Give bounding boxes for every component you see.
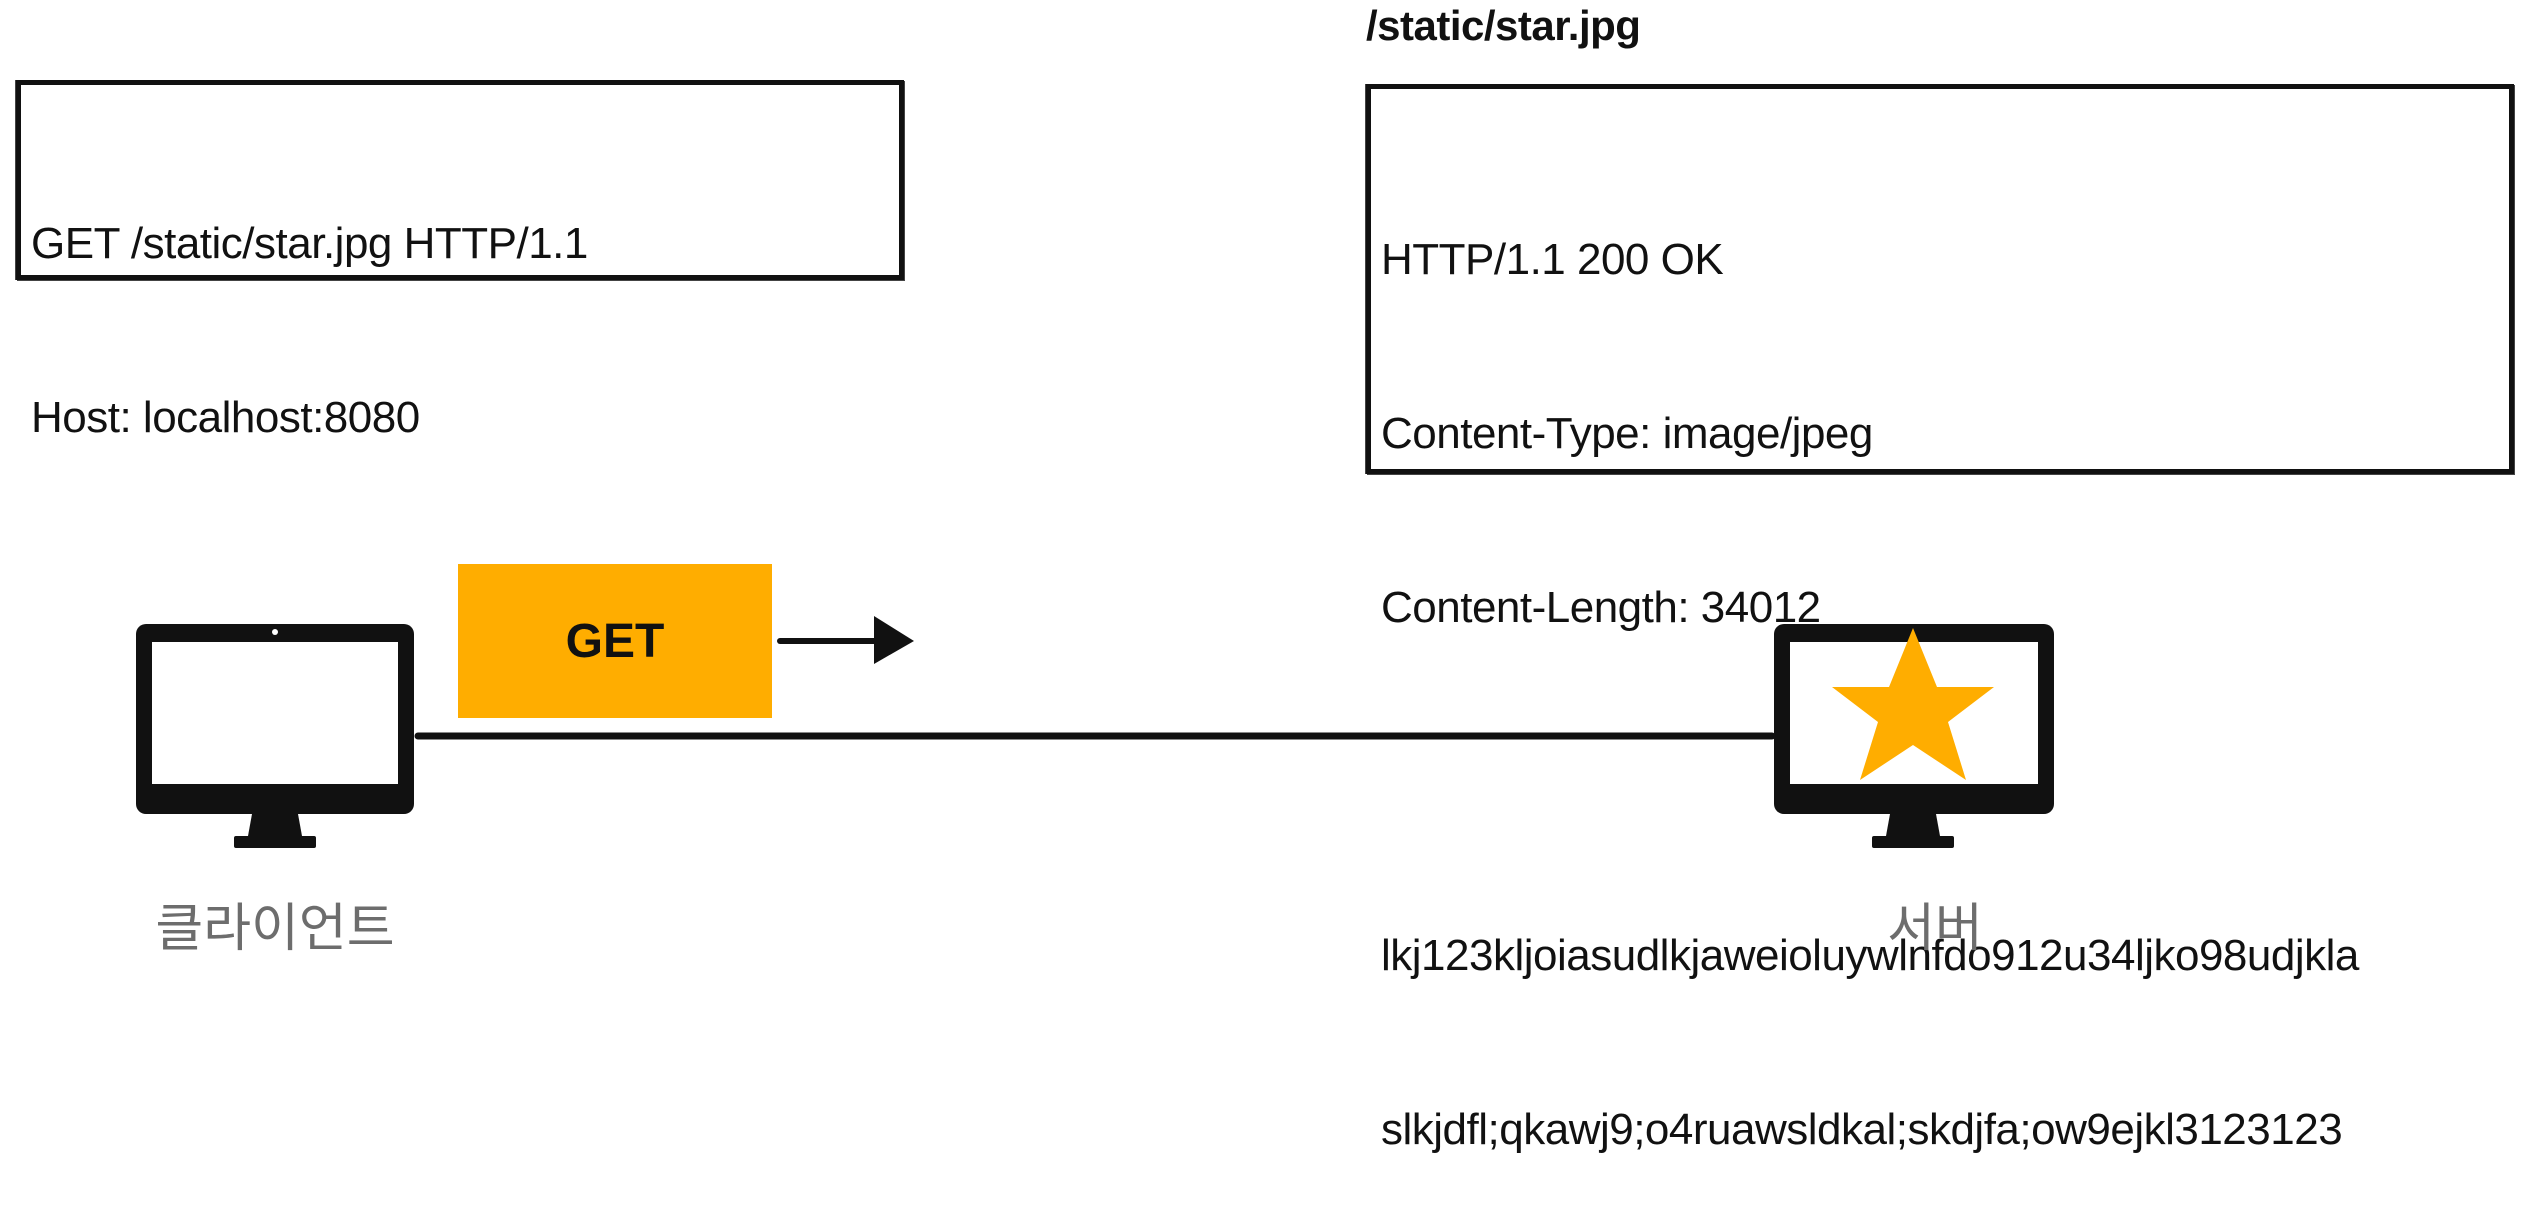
- http-request-message: GET /static/star.jpg HTTP/1.1 Host: loca…: [16, 80, 904, 442]
- request-line: GET /static/star.jpg HTTP/1.1: [31, 219, 588, 268]
- star-icon: [1832, 628, 1994, 780]
- network-diagram: [136, 616, 2054, 848]
- response-body-line-2: slkjdfl;qkawj9;o4ruawsldkal;skdjfa;ow9ej…: [1381, 1105, 2343, 1154]
- response-content-length-header: Content-Length: 34012: [1381, 583, 1821, 632]
- server-label: 서버: [1887, 899, 1983, 959]
- get-method-tag: GET: [458, 564, 772, 718]
- response-status-line: HTTP/1.1 200 OK: [1381, 235, 1724, 284]
- response-content-type-header: Content-Type: image/jpeg: [1381, 409, 1873, 458]
- client-monitor-icon: [136, 624, 414, 848]
- client-label: 클라이언트: [155, 899, 395, 959]
- request-arrow: [777, 616, 914, 664]
- resource-title: /static/star.jpg: [1366, 2, 1641, 49]
- request-host-header: Host: localhost:8080: [31, 393, 420, 442]
